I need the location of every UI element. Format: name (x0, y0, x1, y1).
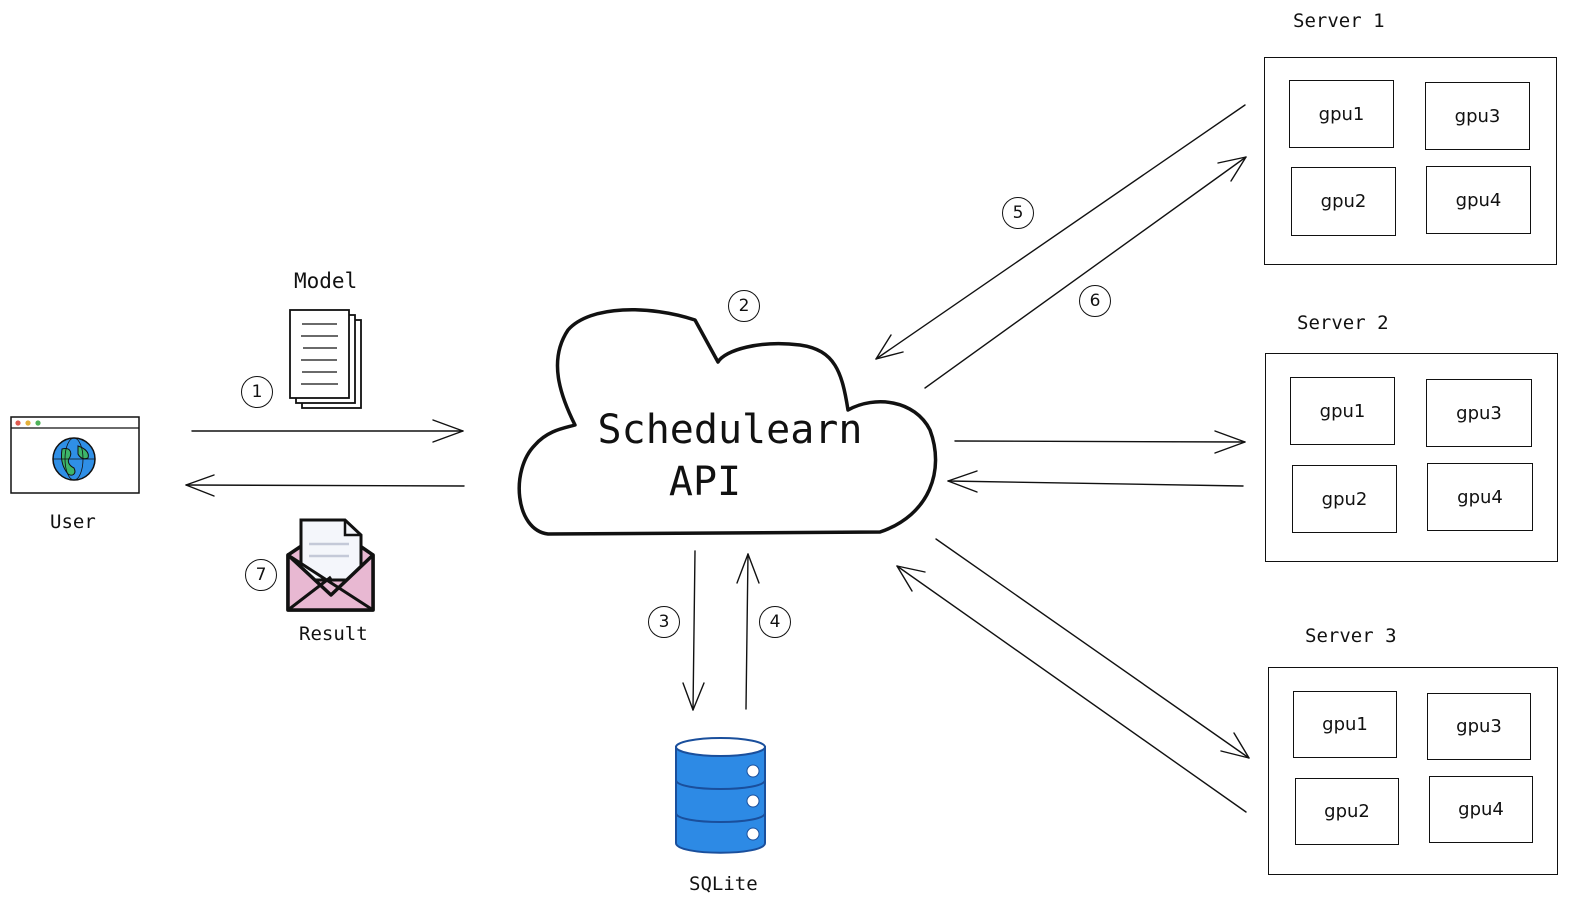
api-title-line1: Schedulearn (597, 407, 863, 453)
step-badge-5: 5 (1002, 197, 1034, 229)
server-1-label: Server 1 (1293, 10, 1385, 32)
server-1-gpu4: gpu4 (1426, 166, 1531, 234)
arrow-server2-to-api (947, 470, 1244, 493)
server-2-gpu3: gpu3 (1426, 379, 1532, 447)
step-badge-4: 4 (759, 606, 791, 638)
server-3-label: Server 3 (1305, 625, 1397, 647)
server-2-gpu4: gpu4 (1427, 463, 1533, 531)
step-badge-2: 2 (728, 290, 760, 322)
browser-globe-icon (10, 416, 140, 494)
step-badge-6: 6 (1079, 285, 1111, 317)
server-3-gpu2: gpu2 (1295, 778, 1399, 845)
api-title: Schedulearn API (585, 404, 875, 508)
server-2-label: Server 2 (1297, 312, 1389, 334)
server-1-gpu2: gpu2 (1291, 167, 1396, 236)
server-2-gpu2: gpu2 (1292, 465, 1397, 533)
arrow-api-to-db (682, 550, 705, 711)
arrow-db-to-api (736, 553, 760, 710)
api-cloud (517, 308, 938, 536)
document-stack-icon (289, 309, 362, 409)
arrow-server1-to-api (875, 104, 1246, 360)
arrow-api-to-user (185, 474, 465, 497)
arrow-api-to-server2 (954, 430, 1246, 454)
user-label: User (50, 511, 96, 533)
arrow-api-to-server1 (924, 156, 1247, 389)
arrow-server3-to-api (896, 565, 1247, 813)
arrow-api-to-server3 (935, 538, 1250, 759)
server-1-gpu1: gpu1 (1289, 80, 1394, 148)
step-badge-7: 7 (245, 559, 277, 591)
step-badge-1: 1 (241, 376, 273, 408)
result-label: Result (299, 623, 368, 645)
arrow-user-to-api (191, 419, 464, 443)
envelope-letter-icon (286, 518, 375, 612)
server-3-gpu3: gpu3 (1427, 693, 1531, 760)
server-3-gpu4: gpu4 (1429, 776, 1533, 843)
model-label: Model (294, 269, 358, 293)
step-badge-3: 3 (648, 606, 680, 638)
database-icon (675, 737, 766, 854)
api-title-line2: API (668, 459, 742, 505)
server-2-gpu1: gpu1 (1290, 377, 1395, 445)
database-label: SQLite (689, 873, 758, 895)
server-3-gpu1: gpu1 (1293, 691, 1397, 758)
server-1-gpu3: gpu3 (1425, 82, 1530, 150)
